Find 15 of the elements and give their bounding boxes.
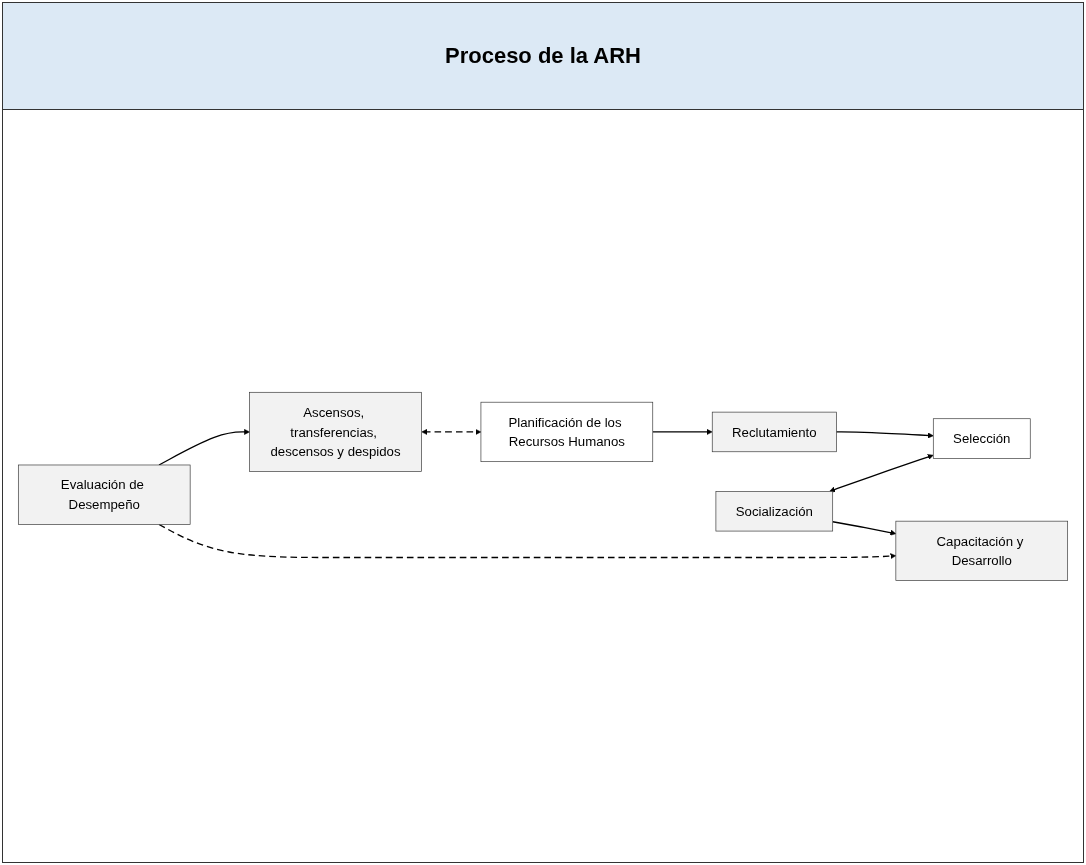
arrow xyxy=(158,428,250,466)
node-box: Selección xyxy=(932,417,1031,459)
arrow xyxy=(421,428,482,435)
node-box: Ascensos, transferencias, descensos y despidos xyxy=(249,391,422,472)
node-box: Reclutamiento xyxy=(711,411,837,452)
node-box: Capacitación y Desarrollo xyxy=(895,520,1068,581)
node-box: Planificación de los Recursos Humanos xyxy=(480,401,654,462)
arrow xyxy=(832,520,897,536)
arrow xyxy=(829,453,934,492)
arrow xyxy=(835,430,934,438)
diagram-title: Proceso de la ARH xyxy=(3,3,1083,110)
node-box: Evaluación de Desempeño xyxy=(18,464,191,525)
node-box: Socialización xyxy=(715,490,834,531)
arrow xyxy=(652,428,713,435)
arrow xyxy=(158,523,897,559)
